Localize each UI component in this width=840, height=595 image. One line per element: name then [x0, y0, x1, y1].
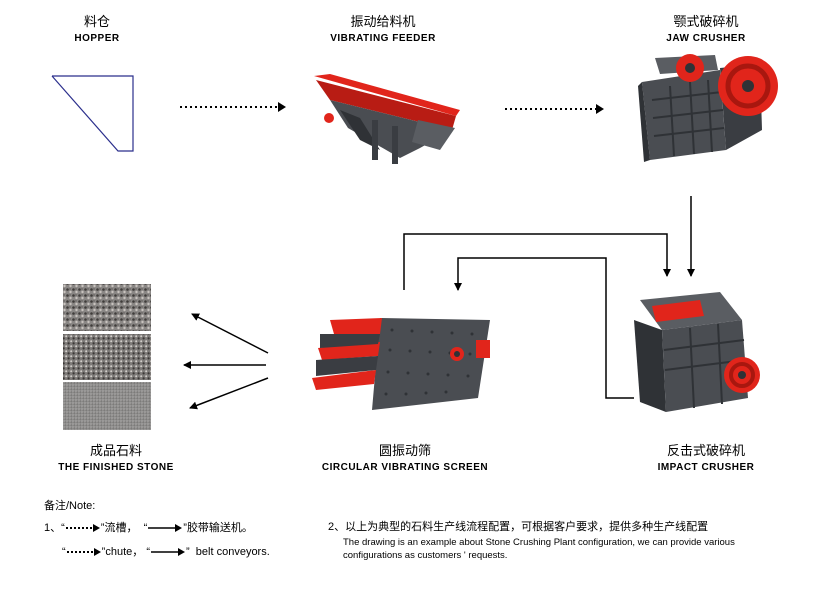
label-impact-crusher-en: IMPACT CRUSHER [657, 462, 755, 473]
quote-close: ” [186, 546, 190, 558]
vibrating-feeder-graphic [314, 74, 460, 164]
note-legend-line-1: 1、“”流槽， “”胶带输送机。 [44, 521, 253, 535]
label-jaw-crusher: 颚式破碎机 JAW CRUSHER [646, 14, 766, 46]
chute-label-cn: 流槽， [104, 522, 138, 534]
belt-label-en: belt conveyors. [195, 546, 270, 558]
impact-crusher-graphic [634, 292, 760, 412]
jaw-crusher-graphic [638, 54, 778, 162]
quote-close: ” [183, 522, 187, 534]
label-hopper: 料仓 HOPPER [60, 14, 134, 46]
label-jaw-crusher-cn: 颚式破碎机 [673, 14, 739, 29]
circular-vibrating-screen-graphic [312, 318, 490, 410]
stone-sample-fine [63, 382, 151, 430]
note-2-en-line-1: The drawing is an example about Stone Cr… [343, 537, 735, 548]
finished-stone-samples [63, 284, 151, 430]
solid-arrow-icon [151, 548, 185, 557]
label-hopper-en: HOPPER [74, 33, 120, 44]
label-vibrating-feeder-en: VIBRATING FEEDER [330, 33, 436, 44]
belt-arrow-impact-to-screen [454, 257, 634, 399]
label-vibrating-feeder: 振动给料机 VIBRATING FEEDER [318, 14, 448, 46]
label-finished-stone-cn: 成品石料 [89, 443, 142, 458]
notes-title: 备注/Note: [44, 500, 96, 512]
label-circular-screen-en: CIRCULAR VIBRATING SCREEN [321, 462, 489, 473]
quote-open: “ [143, 522, 148, 534]
stone-sample-coarse [63, 284, 151, 331]
label-circular-screen-cn: 圆振动筛 [378, 443, 431, 458]
note-1-prefix: 1、 [44, 522, 62, 534]
stone-sample-medium [63, 334, 151, 380]
hopper-graphic [51, 75, 134, 152]
label-finished-stone: 成品石料 THE FINISHED STONE [48, 443, 184, 475]
note-legend-line-2: “”chute， “” belt conveyors. [62, 545, 270, 559]
note-2-en-line-2: configurations as customers ' requests. [343, 550, 508, 561]
label-hopper-cn: 料仓 [83, 14, 110, 29]
quote-close: ” [100, 522, 105, 534]
label-vibrating-feeder-cn: 振动给料机 [350, 14, 416, 29]
dotted-arrow-icon [66, 548, 101, 557]
chute-arrow-1 [180, 102, 286, 112]
quote-open: “ [61, 522, 65, 534]
quote-open: “ [62, 546, 66, 558]
solid-arrow-icon [148, 524, 183, 533]
dotted-arrow-icon [65, 524, 100, 533]
belt-arrows-screen-to-stone [183, 313, 269, 410]
label-finished-stone-en: THE FINISHED STONE [58, 462, 174, 473]
label-jaw-crusher-en: JAW CRUSHER [666, 33, 746, 44]
label-impact-crusher: 反击式破碎机 IMPACT CRUSHER [644, 443, 768, 475]
note-2-cn: 2、以上为典型的石料生产线流程配置，可根据客户要求，提供多种生产线配置 [328, 521, 709, 533]
belt-arrow-return-outer [403, 233, 671, 290]
label-impact-crusher-cn: 反击式破碎机 [666, 443, 745, 458]
quote-open: “ [146, 546, 150, 558]
quote-close: ” [101, 546, 106, 558]
chute-arrow-2 [505, 104, 604, 114]
belt-label-cn: 胶带输送机。 [186, 522, 253, 534]
label-circular-screen: 圆振动筛 CIRCULAR VIBRATING SCREEN [312, 443, 498, 475]
chute-label-en: chute， [105, 546, 144, 558]
